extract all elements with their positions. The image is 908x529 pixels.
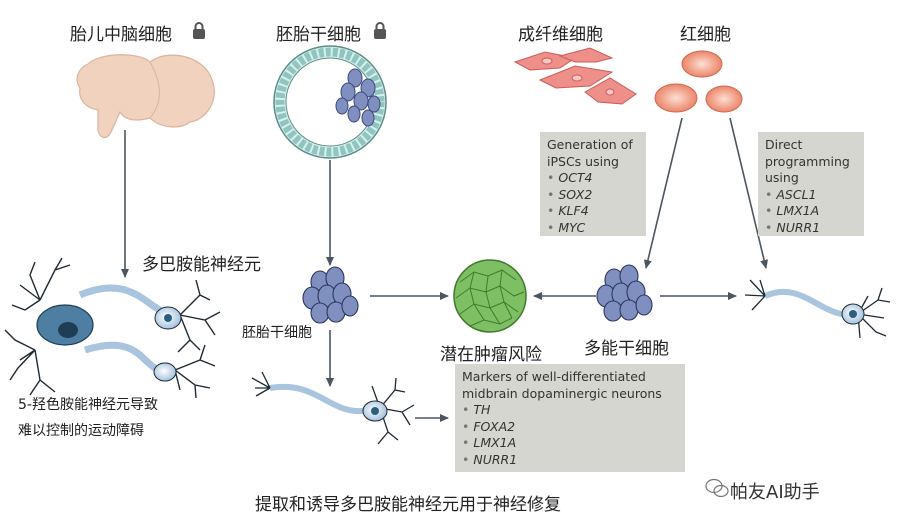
neuron-esc-derived <box>251 371 415 445</box>
fibroblasts-label: 成纤维细胞 <box>518 25 603 45</box>
factor-item: SOX2 <box>547 187 639 204</box>
wechat-icon <box>705 478 729 498</box>
marker-item: NURR1 <box>462 452 678 469</box>
direct-programming-box: Direct programming using ASCL1 LMX1A NUR… <box>758 132 864 236</box>
figure-caption: 提取和诱导多巴胺能神经元用于神经修复 <box>255 495 561 515</box>
dopaminergic-neuron-cluster <box>4 257 221 399</box>
markers-title: Markers of well-differentiated midbrain … <box>462 369 662 401</box>
dopaminergic-neuron-label: 多巴胺能神经元 <box>142 255 261 275</box>
fibroblast-illustration <box>513 47 637 105</box>
dopaminergic-markers-box: Markers of well-differentiated midbrain … <box>455 364 685 472</box>
factor-item: OCT4 <box>547 170 639 187</box>
esc-cluster <box>302 266 359 324</box>
erythrocytes-label: 红细胞 <box>680 25 731 45</box>
ipsc-generation-title: Generation of iPSCs using <box>547 137 633 169</box>
disease-note-line1: 5-羟色胺能神经元导致 <box>18 397 158 413</box>
factor-item: LMX1A <box>765 203 857 220</box>
flow-arrows <box>121 117 769 422</box>
esc-label: 胚胎干细胞 <box>242 325 312 341</box>
factor-item: ASCL1 <box>765 187 857 204</box>
marker-item: TH <box>462 402 678 419</box>
fetal-midbrain-cells-label: 胎儿中脑细胞 <box>70 25 172 45</box>
factor-item: MYC <box>547 220 639 237</box>
lock-icon <box>374 22 386 39</box>
blastocyst-illustration <box>273 45 387 159</box>
embryonic-stem-cells-label: 胚胎干细胞 <box>276 25 361 45</box>
ipsc-cluster <box>596 264 653 322</box>
marker-item: FOXA2 <box>462 419 678 436</box>
direct-programming-title: Direct programming using <box>765 137 850 185</box>
ipsc-generation-box: Generation of iPSCs using OCT4 SOX2 KLF4… <box>540 132 646 236</box>
watermark-text: 帕友AI助手 <box>730 482 820 503</box>
disease-note-line2: 难以控制的运动障碍 <box>18 423 144 439</box>
tumor-risk-label: 潜在肿瘤风险 <box>440 345 542 365</box>
lock-icon <box>193 22 205 39</box>
factor-item: KLF4 <box>547 203 639 220</box>
red-blood-cell-illustration <box>654 50 743 113</box>
tumor-illustration <box>453 259 527 333</box>
ipsc-label: 多能干细胞 <box>584 339 669 359</box>
factor-item: NURR1 <box>765 220 857 237</box>
neuron-direct-reprogrammed <box>744 279 891 339</box>
fetal-midbrain-tissue-illustration <box>76 54 215 139</box>
marker-item: LMX1A <box>462 435 678 452</box>
